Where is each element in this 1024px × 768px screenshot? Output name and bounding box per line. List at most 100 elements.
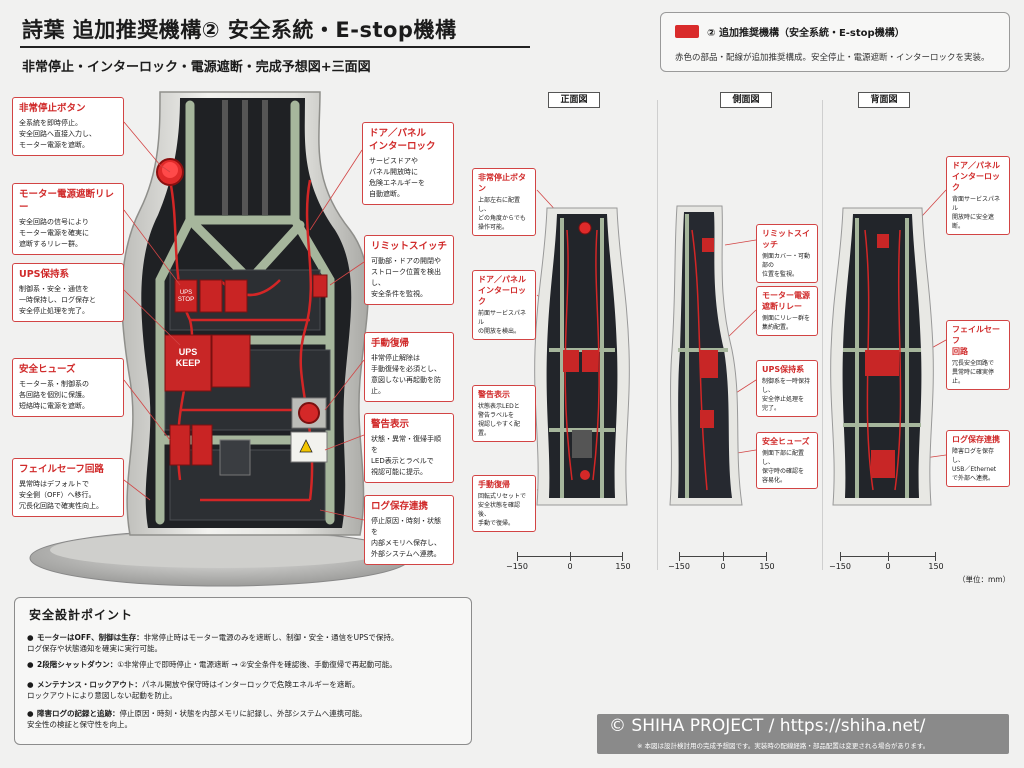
legend-swatch xyxy=(675,25,699,38)
fuse-modules xyxy=(169,424,251,476)
divider-left xyxy=(657,100,658,570)
callout-title: リミットスイッチ xyxy=(762,229,810,249)
safety-point: ●メンテナンス・ロックアウト：パネル開放や保守時はインターロックで危険エネルギー… xyxy=(27,679,359,701)
reset-knob xyxy=(291,397,327,429)
callout-title: 警告表示 xyxy=(478,390,510,399)
callout-desc: 非常停止解除は 手動復帰を必須とし、 意図しない再起動を防止。 xyxy=(371,354,441,395)
callout-failsafe: フェイルセーフ回路 異常時はデフォルトで 安全側（OFF）へ移行。 冗長化回路で… xyxy=(12,458,124,517)
callout-title: フェイルセーフ 回路 xyxy=(952,325,1000,356)
callout-title: ドア／パネル インターロック xyxy=(952,161,1000,192)
scale-tick-label: 0 xyxy=(567,562,573,571)
side-view-figure xyxy=(669,205,743,506)
safety-point: ●障害ログの記録と追跡：停止原因・時刻・状態を内部メモリに記録し、外部システムへ… xyxy=(27,708,367,730)
back-callout-door-interlock: ドア／パネル インターロック 背面サービスパネル 開放時に安全遮断。 xyxy=(946,156,1010,235)
scale-tick-label: 0 xyxy=(885,562,891,571)
view-label-side: 側面図 xyxy=(720,92,772,108)
safety-point-desc: 停止原因・時刻・状態を内部メモリに記録し、外部システムへ連携可能。 安全性の検証… xyxy=(27,709,367,729)
front-view-figure xyxy=(534,207,630,506)
divider-right xyxy=(822,100,823,570)
scale-tick-label: −150 xyxy=(668,562,690,571)
footer-banner: © SHIHA PROJECT / https://shiha.net/ ※ 本… xyxy=(597,714,1009,754)
bullet-icon: ● xyxy=(27,633,34,642)
title-rule xyxy=(20,46,530,48)
callout-title: 非常停止ボタン xyxy=(478,173,526,193)
callout-desc: 背面サービスパネル 開放時に安全遮断。 xyxy=(952,196,1001,230)
callout-desc: 状態・異常・復帰手順を LED表示とラベルで 視認可能に提示。 xyxy=(371,435,441,476)
back-callout-log-link: ログ保存連携 障害ログを保存し、 USB／Ethernet で外部へ連携。 xyxy=(946,430,1010,487)
safety-point: ●2段階シャットダウン：①非常停止で即時停止・電源遮断 → ②安全条件を確認後、… xyxy=(27,659,397,670)
safety-point-desc: パネル開放や保守時はインターロックで危険エネルギーを遮断。 ロックアウトにより意… xyxy=(27,680,360,700)
scale-bar-front: −150 0 150 xyxy=(506,550,631,580)
view-label-back: 背面図 xyxy=(858,92,910,108)
callout-title: 安全ヒューズ xyxy=(762,437,810,446)
callout-estop: 非常停止ボタン 全系統を即時停止。 安全回路へ直接入力し、 モーター電源を遮断。 xyxy=(12,97,124,156)
callout-title: リミットスイッチ xyxy=(371,241,448,252)
scale-tick-label: −150 xyxy=(506,562,528,571)
unit-label: （単位：mm） xyxy=(958,575,1011,584)
page-subtitle: 非常停止・インターロック・電源遮断・完成予想図+三面図 xyxy=(22,60,371,75)
callout-desc: 回転式リセットで 安全状態を確認後、 手動で復帰。 xyxy=(478,493,527,527)
side-callout-motor-relay: モーター電源 遮断リレー 側面にリレー群を 集約配置。 xyxy=(756,286,818,336)
side-callout-fuse: 安全ヒューズ 側面下部に配置し、 保守時の確認を 容易化。 xyxy=(756,432,818,489)
warning-plate xyxy=(290,431,328,463)
safety-point-desc: 非常停止時はモーター電源のみを遮断し、制御・安全・通信をUPSで保持。 ログ保存… xyxy=(27,633,399,653)
front-callout-reset: 手動復帰 回転式リセットで 安全状態を確認後、 手動で復帰。 xyxy=(472,475,536,532)
callout-desc: 障害ログを保存し、 USB／Ethernet で外部へ連携。 xyxy=(952,448,997,482)
scale-bar-back: −150 0 150 xyxy=(829,550,944,580)
callout-desc: 全系統を即時停止。 安全回路へ直接入力し、 モーター電源を遮断。 xyxy=(19,119,96,149)
footer-note: ※ 本図は設計検討用の完成予想図です。実装時の配線経路・部品配置は変更される場合… xyxy=(637,742,930,750)
front-callout-door-interlock: ドア／パネル インターロック 前面サービスパネル の開放を検出。 xyxy=(472,270,536,340)
callout-desc: 上部左右に配置し、 どの角度からでも 操作可能。 xyxy=(478,197,526,231)
callout-warning-display: 警告表示 状態・異常・復帰手順を LED表示とラベルで 視認可能に提示。 xyxy=(364,413,454,483)
callout-fuse: 安全ヒューズ モーター系・制御系の 各回路を個別に保護。 短絡時に電源を遮断。 xyxy=(12,358,124,417)
callout-title: 非常停止ボタン xyxy=(19,103,86,114)
scale-tick-label: 0 xyxy=(720,562,726,571)
legend-box: ② 追加推奨機構（安全系統・E-stop機構） 赤色の部品・配線が追加推奨構成。… xyxy=(660,12,1010,72)
callout-desc: 側面下部に配置し、 保守時の確認を 容易化。 xyxy=(762,450,805,484)
front-callout-warning: 警告表示 状態表示LEDと 警告ラベルを 視認しやすく配置。 xyxy=(472,385,536,442)
scale-tick-label: 150 xyxy=(759,562,775,571)
safety-points-title: 安全設計ポイント xyxy=(29,608,134,622)
safety-point: ●モーターはOFF、制御は生存：非常停止時はモーター電源のみを遮断し、制御・安全… xyxy=(27,632,398,654)
callout-desc: 状態表示LEDと 警告ラベルを 視認しやすく配置。 xyxy=(478,403,520,437)
bullet-icon: ● xyxy=(27,709,34,718)
callout-title: モーター電源 遮断リレー xyxy=(762,291,810,311)
back-callout-failsafe: フェイルセーフ 回路 冗長安全回路で 異常時に確実停止。 xyxy=(946,320,1010,390)
safety-point-label: メンテナンス・ロックアウト： xyxy=(37,680,142,689)
scale-tick-label: 150 xyxy=(615,562,631,571)
safety-point-desc: ①非常停止で即時停止・電源遮断 → ②安全条件を確認後、手動復帰で再起動可能。 xyxy=(117,660,397,669)
callout-log-link: ログ保存連携 停止原因・時刻・状態を 内部メモリへ保存し、 外部システムへ連携。 xyxy=(364,495,454,565)
copyright-text: © SHIHA PROJECT / https://shiha.net/ xyxy=(609,716,926,736)
safety-point-label: モーターはOFF、制御は生存： xyxy=(37,633,144,642)
callout-title: モーター電源遮断リレー xyxy=(19,189,115,213)
callout-title: フェイルセーフ回路 xyxy=(19,464,104,475)
callout-desc: モーター系・制御系の 各回路を個別に保護。 短絡時に電源を遮断。 xyxy=(19,380,89,410)
callout-title: ドア／パネル インターロック xyxy=(369,128,436,152)
scale-tick-label: −150 xyxy=(829,562,851,571)
scale-tick-label: 150 xyxy=(928,562,944,571)
callout-title: UPS保持系 xyxy=(19,269,70,280)
bullet-icon: ● xyxy=(27,660,34,669)
callout-desc: 可動部・ドアの開閉や ストローク位置を検出し、 安全条件を監視。 xyxy=(371,257,441,298)
shafts xyxy=(222,100,268,215)
callout-title: 安全ヒューズ xyxy=(19,364,76,375)
side-callout-ups: UPS保持系 制御系を一時保持し、 安全停止処理を 完了。 xyxy=(756,360,818,417)
callout-ups: UPS保持系 制御系・安全・通信を 一時保持し、ログ保存と 安全停止処理を完了。 xyxy=(12,263,124,322)
scale-bar-side: −150 0 150 xyxy=(668,550,775,580)
side-callout-limit-switch: リミットスイッチ 側面カバー・可動部の 位置を監視。 xyxy=(756,224,818,283)
safety-point-label: 2段階シャットダウン： xyxy=(37,660,118,669)
callout-title: UPS保持系 xyxy=(762,365,805,374)
callout-desc: 異常時はデフォルトで 安全側（OFF）へ移行。 冗長化回路で確実性向上。 xyxy=(19,480,103,510)
safety-points-box: 安全設計ポイント ●モーターはOFF、制御は生存：非常停止時はモーター電源のみを… xyxy=(14,597,472,745)
callout-desc: 側面にリレー群を 集約配置。 xyxy=(762,315,811,331)
callout-desc: 前面サービスパネル の開放を検出。 xyxy=(478,310,527,335)
callout-manual-reset: 手動復帰 非常停止解除は 手動復帰を必須とし、 意図しない再起動を防止。 xyxy=(364,332,454,402)
callout-motor-relay: モーター電源遮断リレー 安全回路の信号により モーター電源を確実に 遮断するリレ… xyxy=(12,183,124,255)
callout-title: 手動復帰 xyxy=(478,480,510,489)
view-label-front: 正面図 xyxy=(548,92,600,108)
front-callout-estop: 非常停止ボタン 上部左右に配置し、 どの角度からでも 操作可能。 xyxy=(472,168,536,236)
